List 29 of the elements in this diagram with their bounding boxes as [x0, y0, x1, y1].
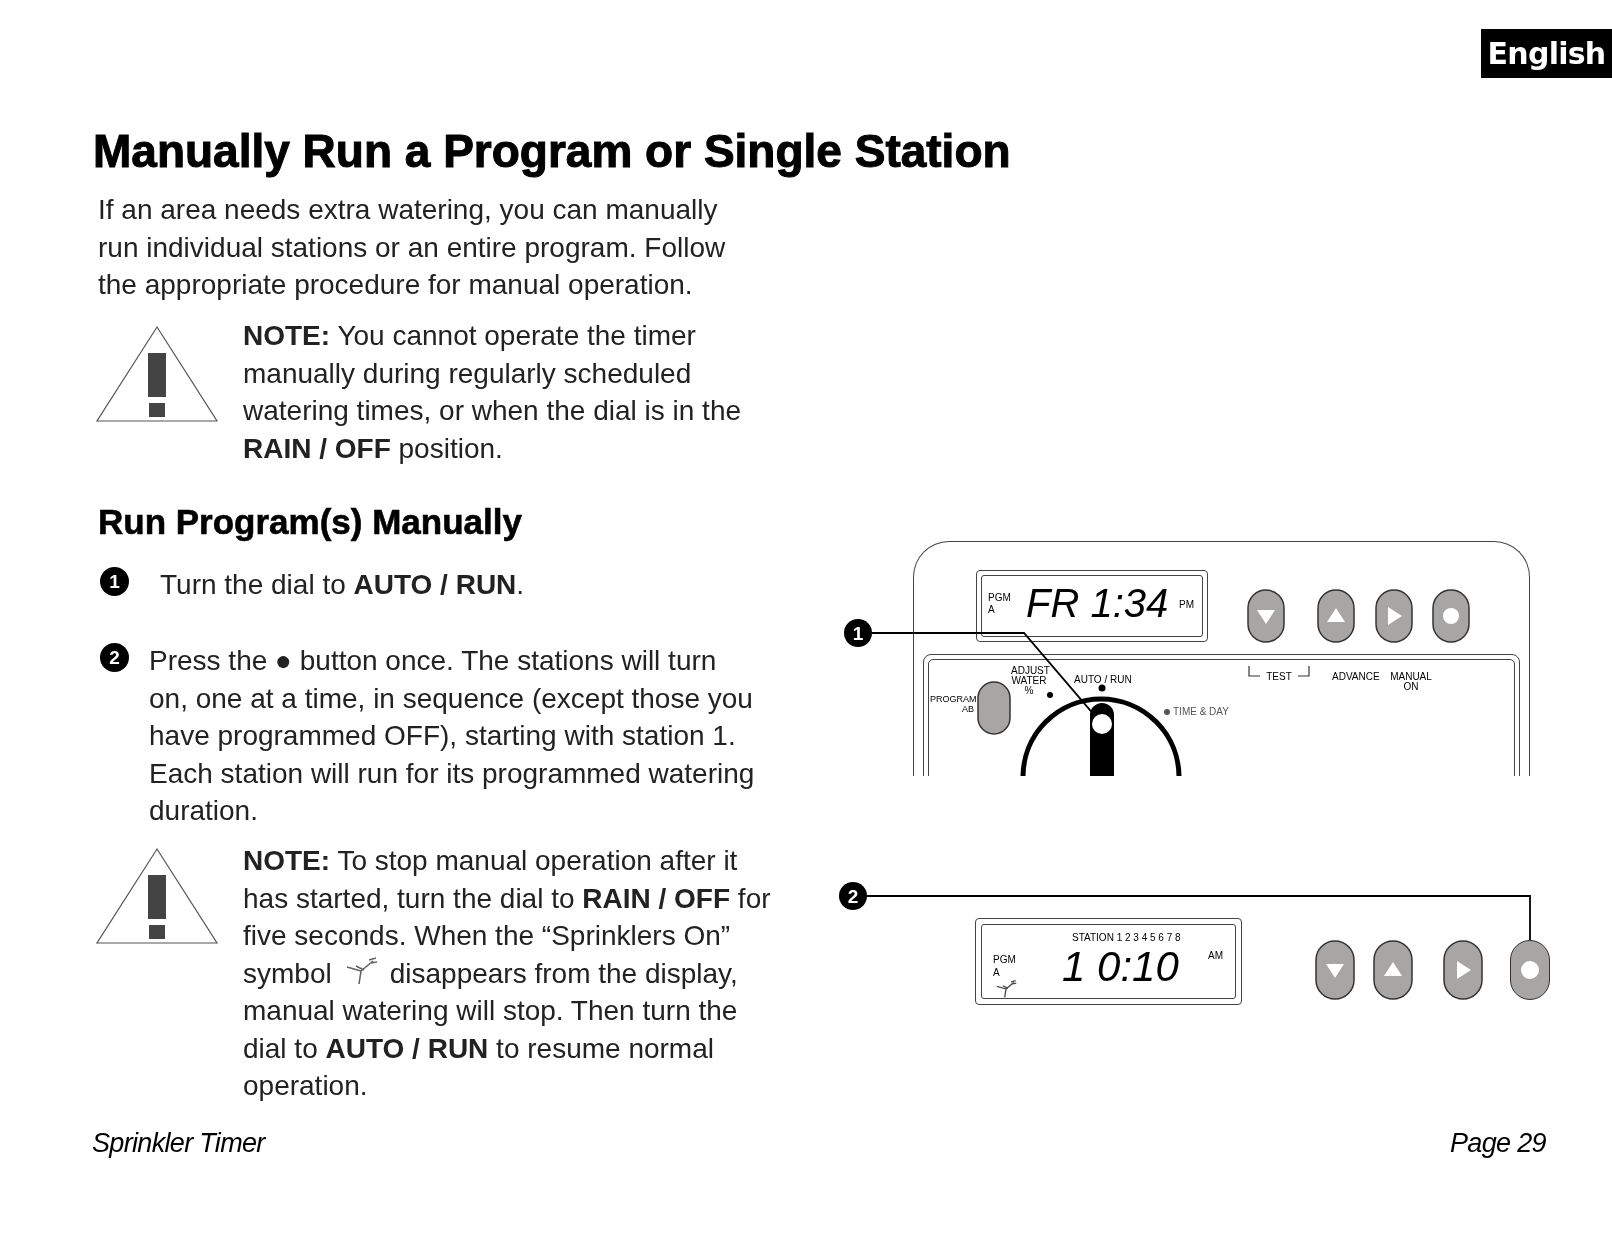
step-text: Turn the dial to AUTO / RUN.	[160, 568, 526, 602]
display-text: AM	[1208, 951, 1223, 961]
note-paragraph: NOTE: You cannot operate the timer manually during regularly scheduled watering times, or when the dial is in the RAIN / OFF position.	[243, 319, 743, 466]
display-text: STATION 1 2 3 4 5 6 7 8	[1072, 933, 1181, 943]
callout-number: 1	[100, 567, 129, 596]
callout-number: 2	[839, 882, 867, 910]
button-label: MANUAL ON	[1389, 672, 1433, 692]
dial-label: TIME & DAY	[1173, 707, 1229, 717]
footer-text: Sprinkler Timer	[92, 1127, 265, 1160]
display-text: PGM	[988, 593, 1011, 603]
lcd-readout: 1 0:10	[1062, 946, 1179, 988]
section-heading: Run Program(s) Manually	[98, 501, 522, 543]
callout-number: 1	[844, 619, 872, 647]
button-label: ADVANCE	[1332, 672, 1380, 682]
display-text: A	[993, 968, 1000, 978]
intro-paragraph: If an area needs extra watering, you can manually run individual stations or an entire program. Follow the appropriate procedure for manual operation.	[98, 193, 727, 302]
dial-label: PROGRAM AB	[930, 694, 974, 714]
callout-number: 2	[100, 643, 129, 672]
note-paragraph: NOTE: To stop manual operation after it has started, turn the dial to RAIN / OFF for five seconds. When the “Sprinklers On” symbol disappears from the display, manual watering will stop. Then turn the dial to AUTO / RUN to resume normal operation.	[243, 844, 772, 1103]
leader-line	[866, 895, 1531, 941]
page-number: Page 29	[1450, 1127, 1546, 1160]
display-text: A	[988, 605, 995, 615]
display-text: PM	[1179, 600, 1194, 610]
manual-on-button	[1510, 940, 1550, 1000]
language-tab: English	[1481, 29, 1612, 78]
step-text: Press the ● button once. The stations will turn on, one at a time, in sequence (except those you have programmed OFF), starting with station 1. Each station will run for its programmed watering duration.	[149, 644, 756, 828]
display-text: PGM	[993, 955, 1016, 965]
button-label: TEST	[1265, 672, 1293, 682]
lcd-readout: FR 1:34	[1026, 583, 1169, 623]
